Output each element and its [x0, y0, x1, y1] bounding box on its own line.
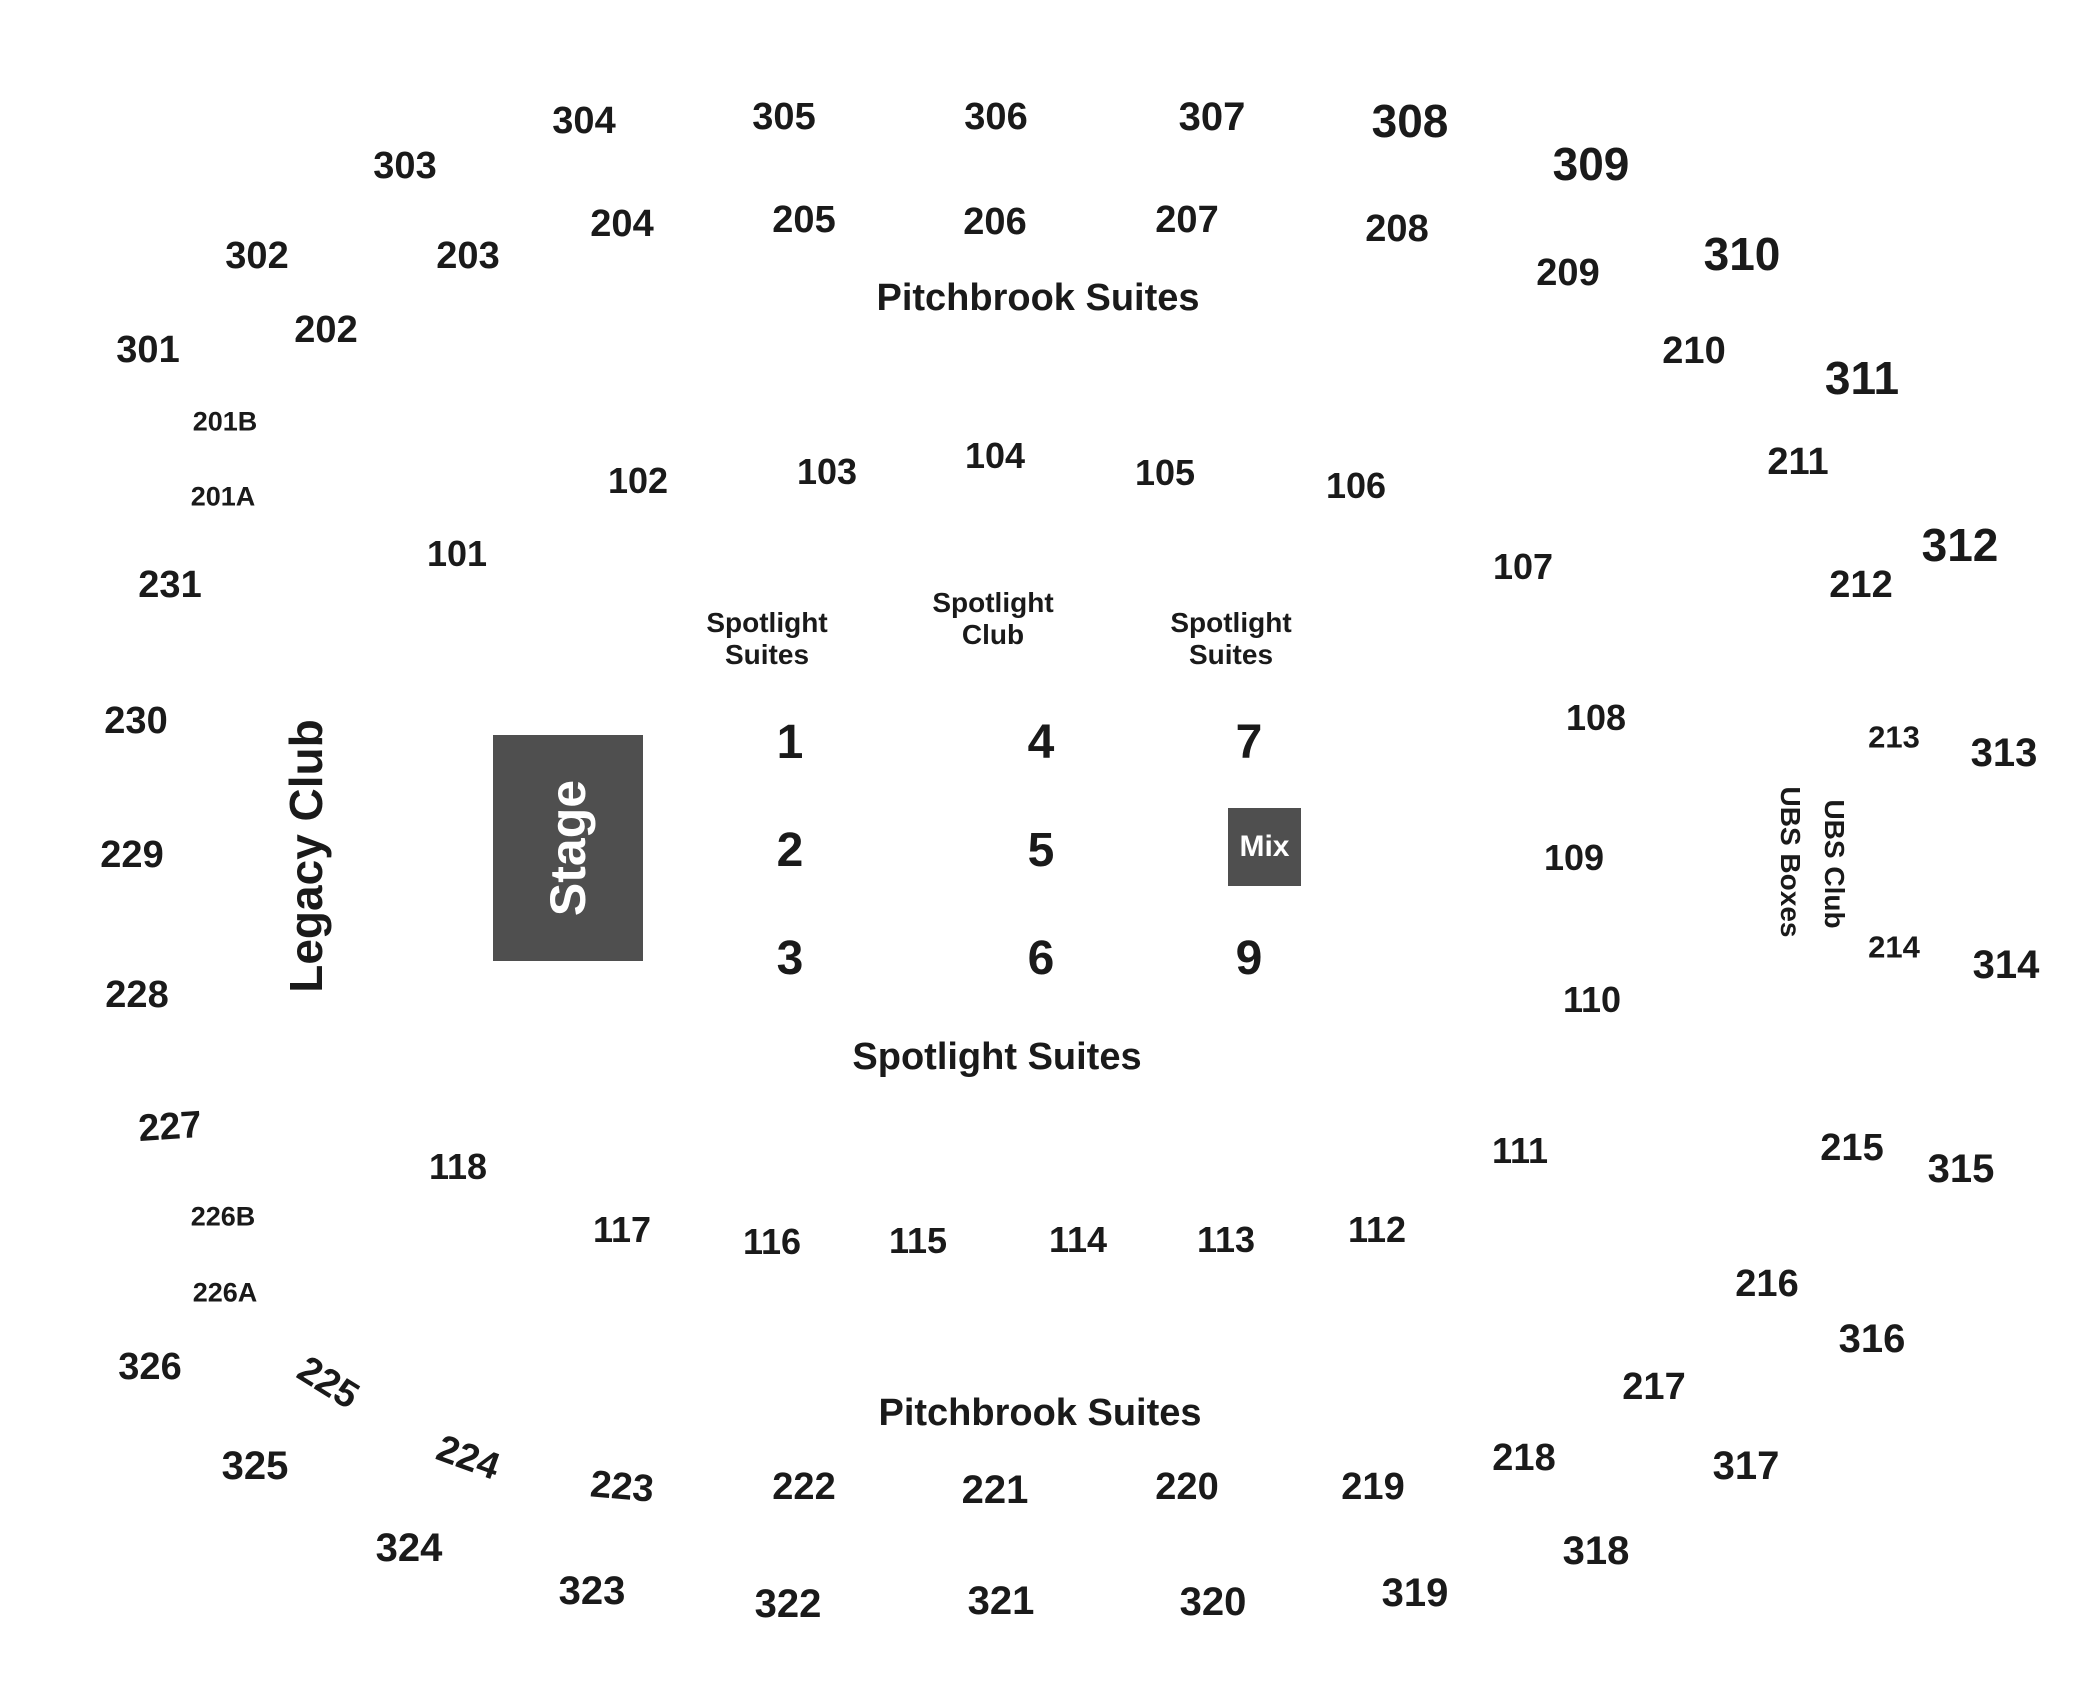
- pitchbrook-suites-top-label: Pitchbrook Suites: [876, 277, 1200, 319]
- section-306[interactable]: 306: [964, 96, 1028, 138]
- section-101[interactable]: 101: [426, 533, 488, 574]
- floor-section[interactable]: 7: [1235, 716, 1263, 769]
- section-102[interactable]: 102: [607, 460, 669, 501]
- section-231[interactable]: 231: [138, 564, 202, 606]
- section-304[interactable]: 304: [552, 100, 616, 142]
- section-105[interactable]: 105: [1134, 452, 1196, 493]
- section-221[interactable]: 221: [961, 1468, 1029, 1512]
- section-118[interactable]: 118: [428, 1146, 488, 1187]
- section-204[interactable]: 204: [590, 203, 654, 245]
- spotlight-suites-left-label: Spotlight Suites: [706, 606, 828, 670]
- floor-section[interactable]: 6: [1027, 932, 1055, 985]
- section-315[interactable]: 315: [1927, 1147, 1995, 1191]
- stage-block: Stage: [493, 735, 643, 961]
- section-321[interactable]: 321: [967, 1579, 1035, 1623]
- section-115[interactable]: 115: [888, 1220, 948, 1261]
- section-320[interactable]: 320: [1179, 1580, 1247, 1624]
- section-214[interactable]: 214: [1868, 929, 1920, 965]
- section-226b[interactable]: 226B: [190, 1201, 256, 1232]
- section-205[interactable]: 205: [772, 199, 836, 241]
- section-305[interactable]: 305: [752, 96, 816, 138]
- floor-section[interactable]: 9: [1235, 932, 1263, 985]
- mix-label: Mix: [1239, 830, 1290, 863]
- section-301[interactable]: 301: [116, 329, 180, 371]
- section-208[interactable]: 208: [1365, 208, 1429, 250]
- section-229[interactable]: 229: [100, 834, 164, 876]
- section-202[interactable]: 202: [294, 309, 358, 351]
- section-311[interactable]: 311: [1824, 352, 1900, 404]
- stage-label: Stage: [539, 779, 596, 917]
- section-319[interactable]: 319: [1381, 1571, 1449, 1615]
- section-209[interactable]: 209: [1536, 252, 1600, 294]
- spotlight-club-label: Spotlight Club: [932, 586, 1054, 650]
- section-112[interactable]: 112: [1347, 1209, 1407, 1250]
- ubs-boxes-label: UBS Boxes: [1775, 786, 1806, 938]
- section-215[interactable]: 215: [1820, 1127, 1884, 1169]
- section-218[interactable]: 218: [1492, 1437, 1556, 1479]
- section-223[interactable]: 223: [588, 1463, 656, 1511]
- section-226a[interactable]: 226A: [192, 1277, 258, 1308]
- section-303[interactable]: 303: [373, 145, 437, 187]
- floor-section[interactable]: 3: [776, 932, 804, 985]
- section-324[interactable]: 324: [375, 1526, 443, 1570]
- section-107[interactable]: 107: [1492, 546, 1554, 587]
- section-213[interactable]: 213: [1868, 719, 1920, 755]
- mix-block: Mix: [1228, 808, 1301, 886]
- section-225[interactable]: 225: [289, 1348, 367, 1418]
- section-308[interactable]: 308: [1371, 95, 1449, 147]
- section-207[interactable]: 207: [1155, 199, 1219, 241]
- section-313[interactable]: 313: [1970, 731, 2038, 775]
- section-113[interactable]: 113: [1196, 1219, 1256, 1260]
- section-219[interactable]: 219: [1341, 1466, 1405, 1508]
- section-318[interactable]: 318: [1562, 1529, 1630, 1573]
- section-108[interactable]: 108: [1565, 697, 1627, 738]
- section-323[interactable]: 323: [558, 1569, 626, 1613]
- section-322[interactable]: 322: [754, 1582, 822, 1626]
- floor-section[interactable]: 5: [1027, 824, 1055, 877]
- section-109[interactable]: 109: [1543, 837, 1605, 878]
- section-316[interactable]: 316: [1838, 1317, 1906, 1361]
- pitchbrook-suites-bottom-label: Pitchbrook Suites: [878, 1392, 1202, 1434]
- section-216[interactable]: 216: [1735, 1263, 1799, 1305]
- section-211[interactable]: 211: [1767, 441, 1829, 483]
- section-212[interactable]: 212: [1829, 564, 1893, 606]
- section-110[interactable]: 110: [1562, 979, 1622, 1020]
- section-312[interactable]: 312: [1921, 519, 1999, 571]
- section-210[interactable]: 210: [1662, 330, 1726, 372]
- section-317[interactable]: 317: [1712, 1444, 1780, 1488]
- section-224[interactable]: 224: [431, 1427, 505, 1489]
- ubs-club-label: UBS Club: [1819, 799, 1850, 929]
- section-220[interactable]: 220: [1155, 1466, 1219, 1508]
- section-114[interactable]: 114: [1048, 1219, 1108, 1260]
- section-326[interactable]: 326: [118, 1346, 182, 1388]
- section-222[interactable]: 222: [772, 1466, 836, 1508]
- section-309[interactable]: 309: [1552, 138, 1630, 190]
- section-111[interactable]: 111: [1491, 1130, 1549, 1171]
- floor-section[interactable]: 4: [1027, 716, 1055, 769]
- section-116[interactable]: 116: [742, 1221, 802, 1262]
- section-206[interactable]: 206: [963, 201, 1027, 243]
- section-217[interactable]: 217: [1622, 1366, 1686, 1408]
- spotlight-suites-bottom-label: Spotlight Suites: [852, 1036, 1142, 1078]
- floor-section[interactable]: 2: [776, 824, 804, 877]
- section-201b[interactable]: 201B: [192, 406, 258, 437]
- legacy-club-label: Legacy Club: [280, 719, 332, 993]
- section-203[interactable]: 203: [436, 235, 500, 277]
- section-314[interactable]: 314: [1972, 943, 2040, 987]
- section-106[interactable]: 106: [1325, 465, 1387, 506]
- section-302[interactable]: 302: [225, 235, 289, 277]
- section-228[interactable]: 228: [105, 974, 169, 1016]
- section-103[interactable]: 103: [796, 451, 858, 492]
- section-307[interactable]: 307: [1178, 95, 1246, 139]
- section-325[interactable]: 325: [221, 1444, 289, 1488]
- section-117[interactable]: 117: [592, 1209, 652, 1250]
- floor-section[interactable]: 1: [776, 716, 804, 769]
- section-104[interactable]: 104: [964, 435, 1026, 476]
- section-201a[interactable]: 201A: [190, 481, 256, 512]
- spotlight-suites-right-label: Spotlight Suites: [1170, 606, 1292, 670]
- section-230[interactable]: 230: [104, 700, 168, 742]
- section-227[interactable]: 227: [136, 1103, 204, 1151]
- section-310[interactable]: 310: [1703, 228, 1781, 280]
